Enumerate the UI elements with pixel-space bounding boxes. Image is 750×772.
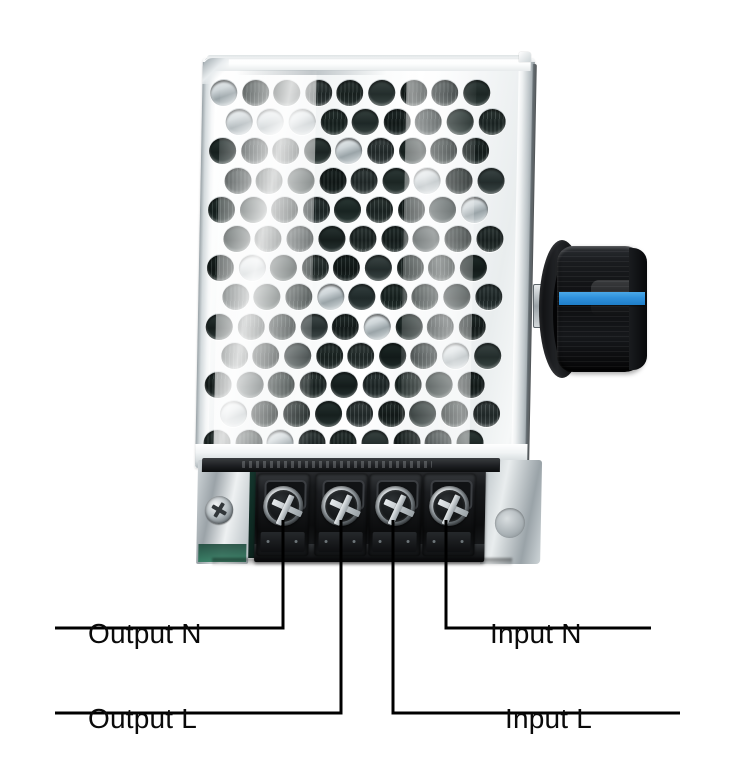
leader-line-output-l <box>55 520 343 715</box>
knob-face <box>629 248 647 370</box>
callout-label-output-n: Output N <box>88 618 202 649</box>
callout-label-input-l: Input L <box>505 703 593 734</box>
potentiometer-knob[interactable] <box>533 236 653 382</box>
knob-indicator-stripe <box>559 292 645 305</box>
leader-line-input-n <box>444 520 651 630</box>
callout-label-output-l: Output L <box>88 703 198 734</box>
leader-line-input-l <box>391 520 680 715</box>
leader-line-output-n <box>55 520 285 630</box>
callout-label-input-n: Input N <box>490 618 582 649</box>
